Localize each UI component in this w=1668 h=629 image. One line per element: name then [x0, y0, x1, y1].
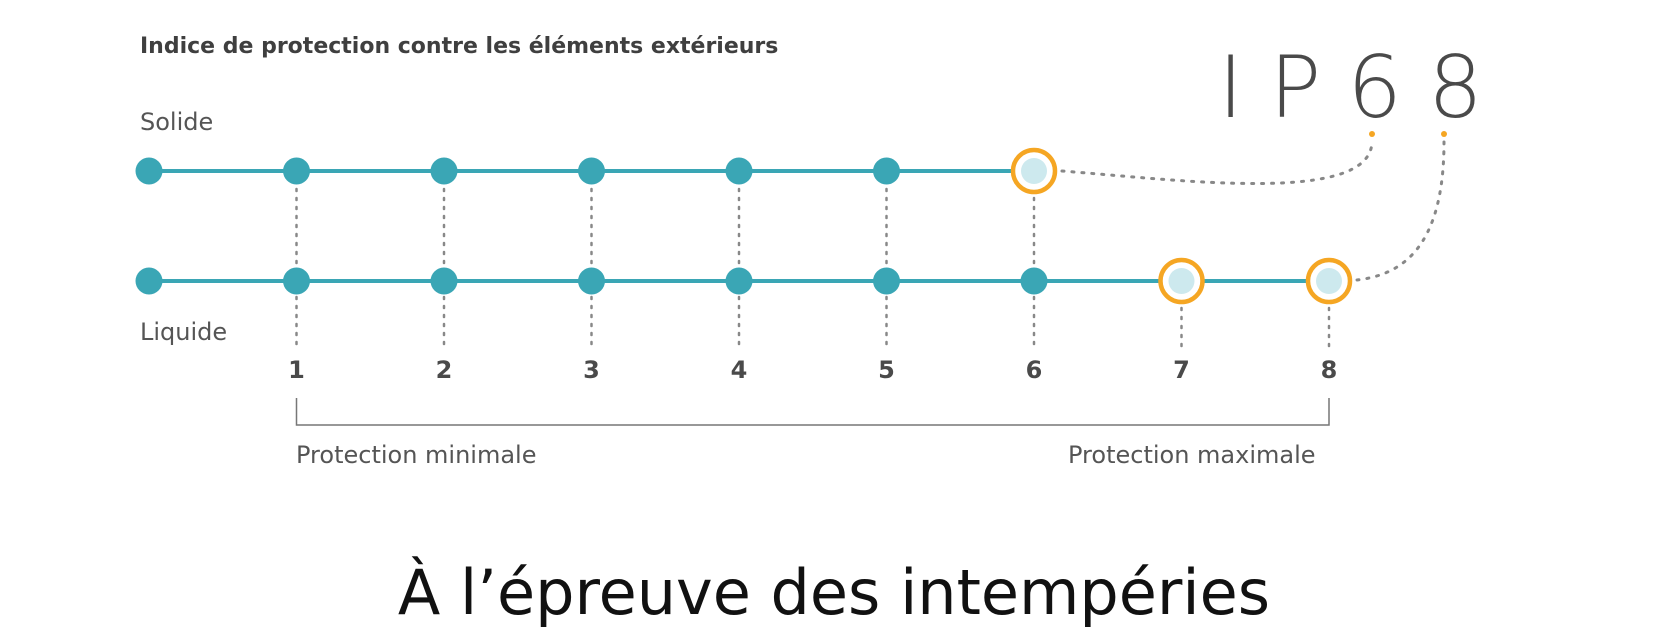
solid-node-5 [873, 157, 900, 185]
liquid-node-6 [1020, 267, 1048, 295]
tick-label-1: 1 [288, 356, 305, 384]
tick-label-2: 2 [436, 356, 453, 384]
tick-label-4: 4 [731, 356, 748, 384]
liquid-row-label: Liquide [140, 318, 228, 346]
tick-label-7: 7 [1173, 356, 1190, 384]
liquid-node-1 [283, 267, 310, 295]
solid-connector [1060, 140, 1374, 185]
solid-node-3 [578, 157, 605, 185]
solid-row-label: Solide [140, 108, 214, 136]
ip-code: IP68 [1218, 38, 1509, 138]
solid-node-2 [430, 157, 458, 185]
tick-label-3: 3 [583, 356, 600, 384]
max-protection-label: Protection maximale [1068, 441, 1316, 469]
solid-node-1 [283, 157, 310, 185]
liquid-node-0 [135, 267, 163, 295]
liquid-highlight-node-7 [1168, 268, 1195, 294]
solid-highlight-node-6 [1021, 158, 1047, 184]
code-digit-8-dot [1441, 131, 1447, 137]
liquid-node-2 [430, 267, 458, 295]
liquid-node-5 [873, 267, 900, 295]
code-digit-6-dot [1369, 131, 1375, 137]
solid-node-0 [135, 157, 163, 185]
footer-tagline: À l’épreuve des intempéries [397, 556, 1271, 629]
tick-label-8: 8 [1321, 356, 1338, 384]
level-nodes [135, 147, 1353, 305]
liquid-node-3 [578, 267, 605, 295]
solid-node-4 [725, 157, 753, 185]
level-ticks: 1 2 3 4 5 6 7 8 [288, 356, 1337, 384]
tick-label-5: 5 [878, 356, 895, 384]
liquid-connector [1355, 140, 1446, 282]
tick-label-6: 6 [1026, 356, 1043, 384]
liquid-highlight-node-8 [1316, 268, 1342, 294]
liquid-node-4 [725, 267, 753, 295]
min-protection-label: Protection minimale [296, 441, 537, 469]
range-bracket [295, 398, 1330, 426]
diagram-heading: Indice de protection contre les éléments… [140, 34, 779, 59]
